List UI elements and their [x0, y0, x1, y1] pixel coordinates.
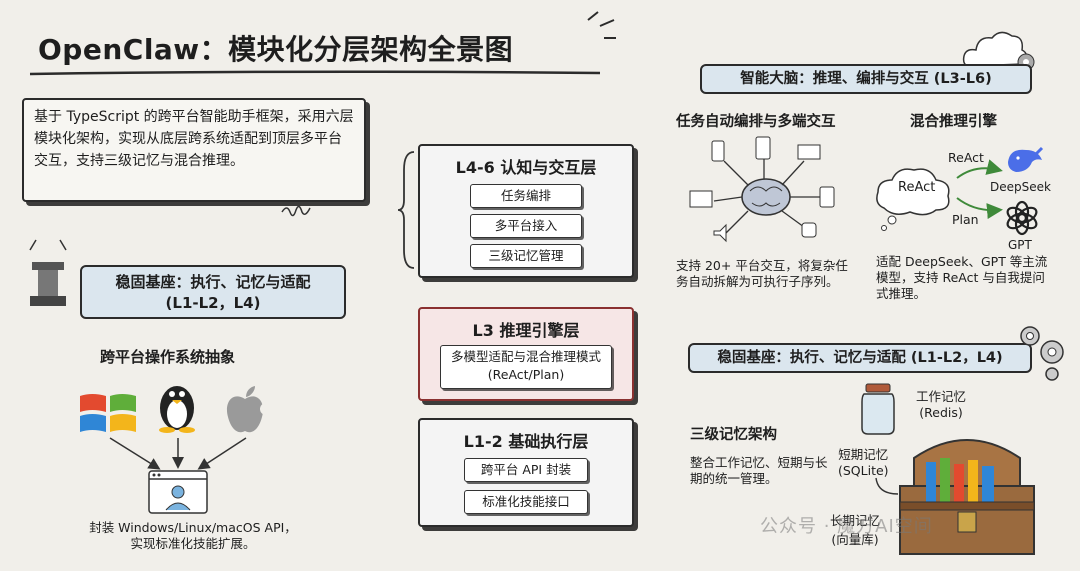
arrow-label-plan: Plan — [952, 212, 979, 227]
layer-card-l1-2: L1-2 基础执行层 跨平台 API 封装 标准化技能接口 — [418, 418, 634, 527]
right-bottom-heading: 稳固基座：执行、记忆与适配 (L1-L2，L4) — [688, 343, 1032, 373]
layer-card-l4-6: L4-6 认知与交互层 任务编排 多平台接入 三级记忆管理 — [418, 144, 634, 278]
memory-caption: 整合工作记忆、短期与长期的统一管理。 — [690, 455, 832, 487]
arrow-label-react: ReAct — [948, 150, 984, 165]
memory-heading: 三级记忆架构 — [690, 423, 777, 444]
hybrid-heading: 混合推理引擎 — [910, 110, 997, 131]
intro-box: 基于 TypeScript 的跨平台智能助手框架，采用六层模块化架构，实现从底层… — [22, 98, 366, 202]
page-title: OpenClaw：模块化分层架构全景图 — [38, 28, 513, 68]
layer-item-memory-management: 三级记忆管理 — [470, 244, 582, 268]
orchestration-diagram — [680, 135, 850, 255]
gears-icon — [1012, 322, 1068, 382]
left-caption-line1: 封装 Windows/Linux/macOS API， — [68, 520, 318, 536]
hybrid-caption: 适配 DeepSeek、GPT 等主流模型，支持 ReAct 与自我提问式推理。 — [876, 254, 1056, 302]
left-caption-line2: 实现标准化技能扩展。 — [68, 536, 318, 552]
layer-item-api-wrapper: 跨平台 API 封装 — [464, 458, 588, 482]
layer-item-skill-interface: 标准化技能接口 — [464, 490, 588, 514]
apple-icon — [222, 385, 268, 435]
working-memory-title: 工作记忆 — [916, 386, 966, 405]
model-label-gpt: GPT — [1008, 238, 1032, 252]
short-memory-label: 短期记忆 (SQLite) — [838, 444, 889, 478]
windows-icon — [78, 390, 138, 438]
gpt-icon — [1004, 200, 1040, 236]
left-heading-line2: (L1-L2，L4) — [82, 292, 344, 313]
layer-item-reasoning-modes: 多模型适配与混合推理模式 (ReAct/Plan) — [440, 345, 612, 389]
layer-brace — [398, 150, 418, 270]
intro-text: 基于 TypeScript 的跨平台智能助手框架，采用六层模块化架构，实现从底层… — [24, 100, 364, 178]
layer-title-l1-2: L1-2 基础执行层 — [420, 428, 632, 452]
model-label-deepseek: DeepSeek — [990, 180, 1051, 194]
left-section-heading: 稳固基座：执行、记忆与适配 (L1-L2，L4) — [80, 265, 346, 319]
watermark: 公众号 · 魔方AI空间 — [760, 512, 933, 538]
working-memory-label: 工作记忆 (Redis) — [916, 386, 966, 420]
short-memory-title: 短期记忆 — [838, 444, 889, 463]
right-top-heading: 智能大脑：推理、编排与交互 (L3-L6) — [700, 64, 1032, 94]
layer-item-task-orchestration: 任务编排 — [470, 184, 582, 208]
layer-card-l3: L3 推理引擎层 多模型适配与混合推理模式 (ReAct/Plan) — [418, 307, 634, 401]
layer-item-reasoning-line2: (ReAct/Plan) — [441, 366, 611, 384]
layer-title-l4-6: L4-6 认知与交互层 — [420, 154, 632, 178]
deepseek-whale-icon — [1004, 142, 1044, 178]
layer-title-l3: L3 推理引擎层 — [420, 317, 632, 341]
working-memory-sub: (Redis) — [916, 405, 966, 420]
orchestration-caption: 支持 20+ 平台交互，将复杂任务自动拆解为可执行子序列。 — [676, 258, 854, 290]
orchestration-heading: 任务自动编排与多端交互 — [676, 110, 836, 131]
left-subheading: 跨平台操作系统抽象 — [100, 346, 235, 367]
browser-window-icon — [148, 470, 208, 514]
layer-item-multi-platform: 多平台接入 — [470, 214, 582, 238]
signature-scribble — [280, 200, 320, 220]
left-heading-line1: 稳固基座：执行、记忆与适配 — [82, 271, 344, 292]
left-caption: 封装 Windows/Linux/macOS API， 实现标准化技能扩展。 — [68, 520, 318, 552]
reasoning-cloud-label: ReAct — [898, 180, 935, 195]
linux-tux-icon — [155, 378, 199, 434]
treasure-chest-icon — [892, 428, 1042, 560]
pedestal-icon — [26, 240, 70, 312]
layer-item-reasoning-line1: 多模型适配与混合推理模式 — [441, 348, 611, 366]
